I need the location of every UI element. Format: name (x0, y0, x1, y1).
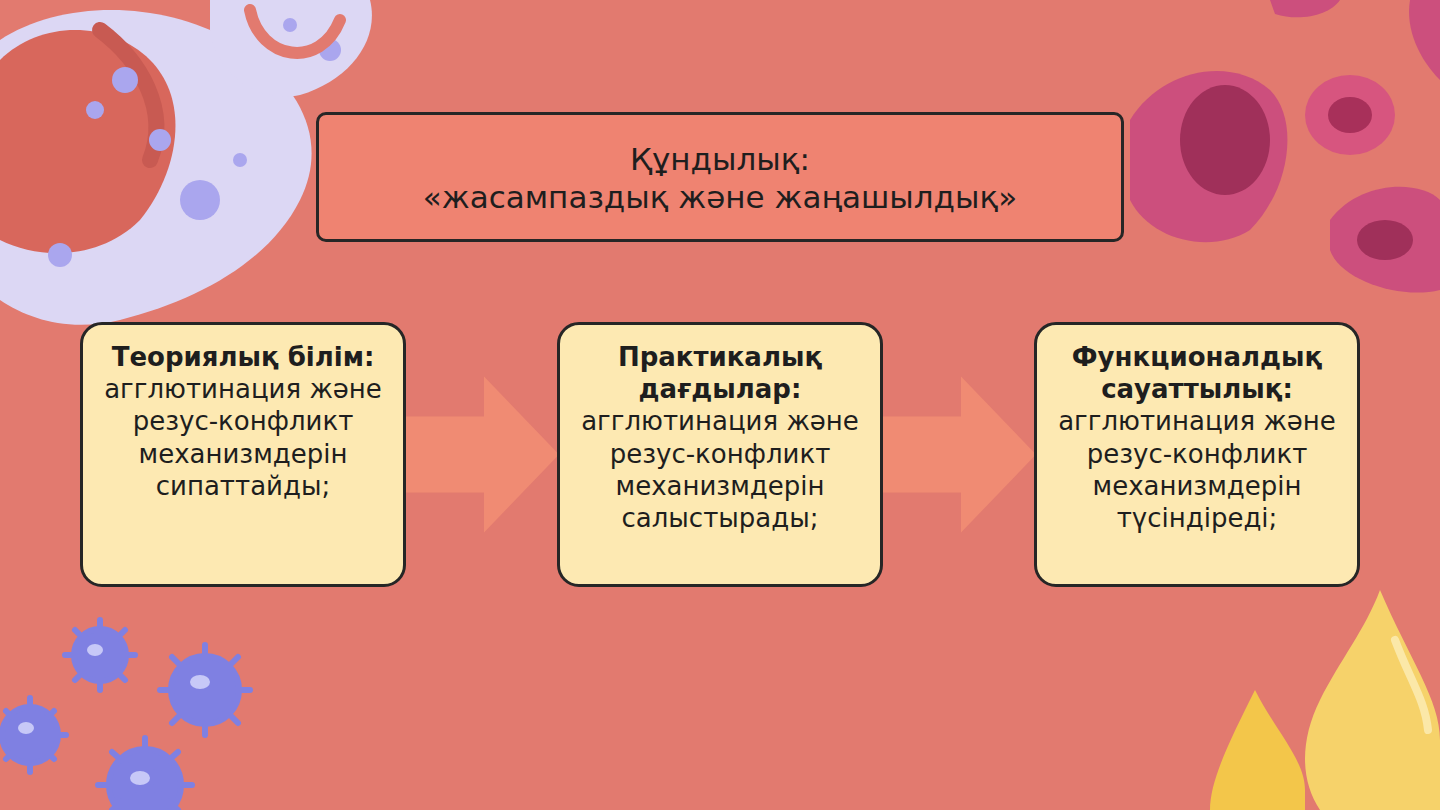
granule (86, 101, 104, 119)
blood-cell (1270, 0, 1340, 17)
drop (1305, 590, 1440, 810)
node-heading: Құндылық: (339, 141, 1101, 179)
cell-blob (210, 0, 372, 97)
blood-cell (1130, 71, 1287, 242)
outcome-box: Функционалдық сауаттылық:агглютинация жә… (1034, 322, 1360, 587)
blood-cell-core (1328, 97, 1372, 133)
value-box: Құндылық:«жасампаздық және жаңашылдық» (316, 112, 1124, 242)
block-arrow (879, 377, 1036, 533)
blood-cell-core (1180, 85, 1270, 195)
node-body: агглютинация және резус-конфликт механиз… (95, 373, 391, 502)
node-body: агглютинация және резус-конфликт механиз… (1049, 405, 1345, 534)
virus-spot (18, 644, 210, 785)
node-body: агглютинация және резус-конфликт механиз… (572, 405, 868, 534)
granule (48, 243, 72, 267)
granule (180, 180, 220, 220)
block-arrow (402, 377, 559, 533)
granule (233, 153, 247, 167)
blood-cell (1330, 187, 1440, 293)
cell-band (100, 30, 156, 160)
node-heading: Практикалық дағдылар: (572, 341, 868, 405)
node-heading: Функционалдық сауаттылық: (1049, 341, 1345, 405)
drop-shine (1395, 640, 1428, 730)
granule (149, 129, 171, 151)
blood-cell (1409, 0, 1440, 80)
node-heading: Теориялық білім: (95, 341, 391, 373)
blood-cell-core (1357, 220, 1413, 260)
outcome-box: Практикалық дағдылар:агглютинация және р… (557, 322, 883, 587)
blood-cell (1305, 75, 1395, 155)
outcome-box: Теориялық білім:агглютинация және резус-… (80, 322, 406, 587)
drop (1210, 690, 1305, 810)
cell-band (250, 10, 340, 53)
granule (283, 18, 297, 32)
granule (112, 67, 138, 93)
red-cell (0, 30, 175, 253)
node-body: «жасампаздық және жаңашылдық» (339, 179, 1101, 217)
virus (0, 620, 250, 810)
